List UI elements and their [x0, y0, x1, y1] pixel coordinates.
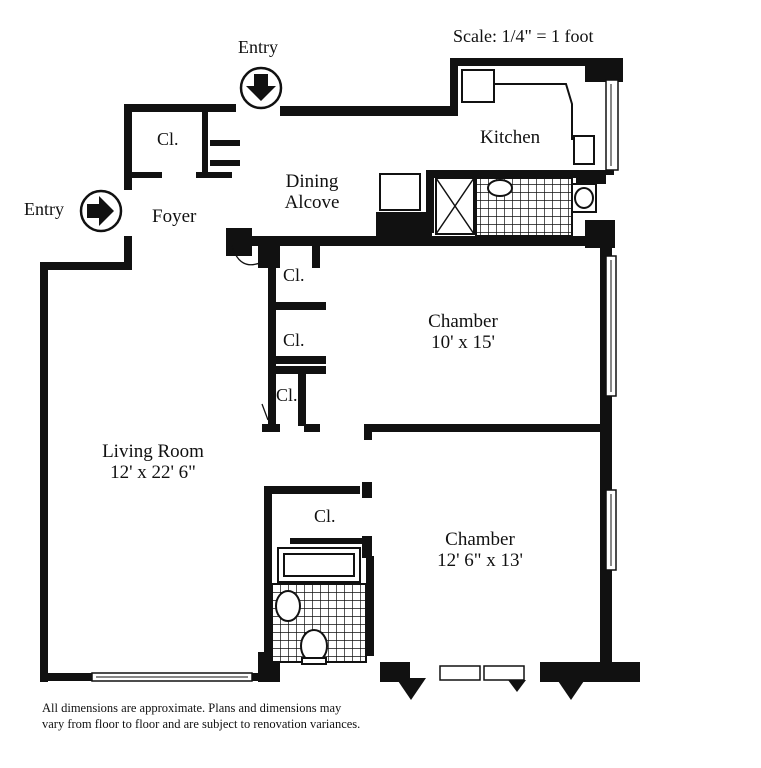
- chamber-2-label: Chamber 12' 6" x 13': [410, 529, 550, 572]
- foyer-label: Foyer: [152, 206, 197, 227]
- chamber-2-name: Chamber: [445, 529, 515, 550]
- closet-hall-2-label: Cl.: [283, 330, 305, 350]
- chamber-2-dims: 12' 6" x 13': [437, 549, 523, 571]
- closet-hall-3-label: Cl.: [276, 385, 298, 405]
- closet-foyer-label: Cl.: [157, 129, 179, 149]
- scale-label: Scale: 1/4" = 1 foot: [453, 26, 594, 46]
- chamber-1-dims: 10' x 15': [431, 331, 495, 353]
- entry-label-left: Entry: [24, 199, 64, 219]
- disclaimer-line-1: All dimensions are approximate. Plans an…: [42, 701, 342, 715]
- entry-label-top: Entry: [238, 37, 278, 57]
- disclaimer: All dimensions are approximate. Plans an…: [42, 701, 360, 732]
- chamber-1-name: Chamber: [428, 311, 498, 332]
- chamber-1-label: Chamber 10' x 15': [398, 311, 528, 354]
- dining-alcove-label: Dining Alcove: [272, 171, 352, 214]
- living-room-label: Living Room 12' x 22' 6": [78, 441, 228, 484]
- living-room-name: Living Room: [102, 441, 204, 462]
- kitchen-label: Kitchen: [480, 127, 541, 148]
- entry-arrow-top: [239, 66, 283, 110]
- disclaimer-line-2: vary from floor to floor and are subject…: [42, 716, 361, 731]
- living-room-dims: 12' x 22' 6": [110, 461, 196, 483]
- dining-line-1: Dining: [285, 171, 339, 192]
- closet-hall-1-label: Cl.: [283, 265, 305, 285]
- closet-bath-label: Cl.: [314, 506, 336, 526]
- dining-line-2: Alcove: [284, 191, 340, 213]
- entry-arrow-left: [79, 189, 123, 233]
